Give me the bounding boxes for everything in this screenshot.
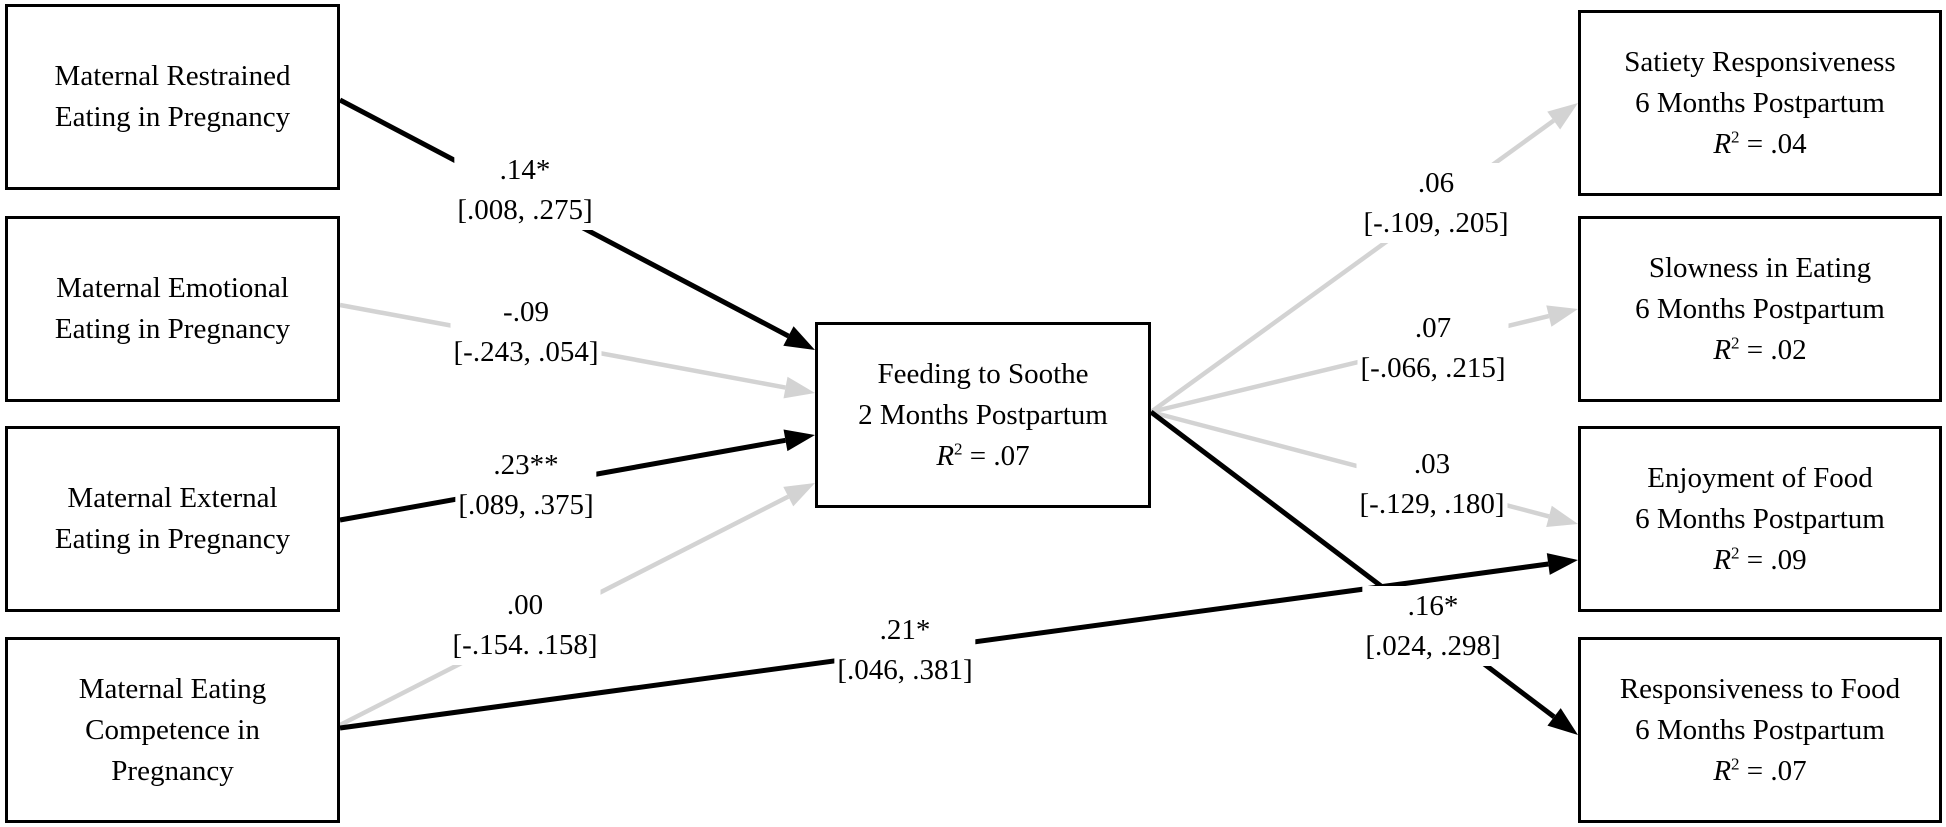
path-confidence-interval: [-.129, .180] [1359,488,1505,520]
path-confidence-interval: [.024, .298] [1365,630,1501,662]
outcome-satiety: Satiety Responsiveness 6 Months Postpart… [1578,10,1942,196]
outcome-enjoyment-r2: R2 = .09 [1713,542,1807,576]
path-coefficient: -.09 [503,296,549,328]
path-confidence-interval: [.046, .381] [837,654,973,686]
path-coefficient: .16* [1407,590,1459,622]
path-coefficient: .06 [1417,167,1455,199]
path-label-restrained-mediator: .14* [.008, .275] [454,150,596,230]
arrowhead-predictor-competence-to-outcome-enjoyment [1546,553,1578,575]
path-label-competence-enjoyment: .21* [.046, .381] [834,610,976,690]
path-label-mediator-satiety: .06 [-.109, .205] [1360,163,1512,243]
arrowhead-mediator-to-outcome-enjoyment [1546,505,1578,528]
predictor-external-line-1: Maternal External [67,482,278,514]
arrowhead-predictor-external-to-mediator [783,429,815,452]
predictor-competence-line-3: Pregnancy [111,754,234,787]
predictor-competence: Maternal Eating Competence in Pregnancy [5,637,340,823]
path-line-mediator-to-outcome-responsiveness [1149,410,1556,719]
outcome-slowness: Slowness in Eating 6 Months Postpartum R… [1578,216,1942,402]
path-label-external-mediator: .23** [.089, .375] [455,445,597,525]
path-coefficient: .23** [493,449,559,481]
path-confidence-interval: [-.243, .054] [453,336,599,368]
mediator-line-2: 2 Months Postpartum [858,398,1108,431]
path-label-emotional-mediator: -.09 [-.243, .054] [450,292,602,372]
predictor-emotional-line-1: Maternal Emotional [56,272,289,304]
path-confidence-interval: [.008, .275] [457,194,593,226]
arrowhead-predictor-competence-to-mediator [783,483,815,507]
path-confidence-interval: [-.109, .205] [1363,207,1509,239]
path-label-mediator-slowness: .07 [-.066, .215] [1357,308,1509,388]
outcome-enjoyment: Enjoyment of Food 6 Months Postpartum R2… [1578,426,1942,612]
arrowhead-predictor-emotional-to-mediator [783,376,815,399]
path-label-mediator-responsiveness: .16* [.024, .298] [1362,586,1504,666]
outcome-slowness-r2: R2 = .02 [1713,332,1807,366]
path-label-mediator-enjoyment: .03 [-.129, .180] [1356,444,1508,524]
predictor-emotional-line-2: Eating in Pregnancy [54,313,291,345]
outcome-responsiveness-line-1: Responsiveness to Food [1619,672,1901,705]
arrowhead-mediator-to-outcome-slowness [1546,305,1578,327]
outcome-satiety-line-1: Satiety Responsiveness [1624,45,1896,78]
arrowhead-mediator-to-outcome-satiety [1547,103,1578,130]
path-coefficient: .14* [499,154,551,186]
mediator-line-1: Feeding to Soothe [877,357,1089,390]
outcome-satiety-r2: R2 = .04 [1713,126,1807,160]
outcome-satiety-line-2: 6 Months Postpartum [1635,86,1885,119]
path-label-competence-mediator: .00 [-.154. .158] [449,585,601,665]
predictor-external-line-2: Eating in Pregnancy [54,523,291,555]
path-confidence-interval: [-.066, .215] [1360,352,1506,384]
path-coefficient: .03 [1413,448,1451,480]
outcome-responsiveness: Responsiveness to Food 6 Months Postpart… [1578,637,1942,823]
predictor-restrained-line-1: Maternal Restrained [54,60,291,92]
predictor-external: Maternal External Eating in Pregnancy [5,426,340,612]
path-confidence-interval: [.089, .375] [458,489,594,521]
path-coefficient: .00 [506,589,544,621]
predictor-competence-line-2: Competence in [85,713,260,746]
predictor-restrained-line-2: Eating in Pregnancy [54,101,291,133]
mediator: Feeding to Soothe 2 Months Postpartum R2… [815,322,1151,508]
predictor-restrained: Maternal Restrained Eating in Pregnancy [5,4,340,190]
mediator-r2: R2 = .07 [936,438,1030,472]
arrowhead-mediator-to-outcome-responsiveness [1547,708,1578,735]
outcome-enjoyment-line-1: Enjoyment of Food [1647,461,1873,494]
predictor-emotional: Maternal Emotional Eating in Pregnancy [5,216,340,402]
outcome-enjoyment-line-2: 6 Months Postpartum [1635,502,1885,535]
predictor-competence-line-1: Maternal Eating [78,672,267,705]
path-confidence-interval: [-.154. .158] [452,629,598,661]
outcome-slowness-line-2: 6 Months Postpartum [1635,292,1885,325]
outcome-responsiveness-line-2: 6 Months Postpartum [1635,713,1885,746]
arrowhead-predictor-restrained-to-mediator [783,326,815,350]
outcome-responsiveness-r2: R2 = .07 [1713,753,1807,787]
path-coefficient: .07 [1414,312,1452,344]
outcome-slowness-line-1: Slowness in Eating [1648,251,1872,284]
path-coefficient: .21* [879,614,931,646]
